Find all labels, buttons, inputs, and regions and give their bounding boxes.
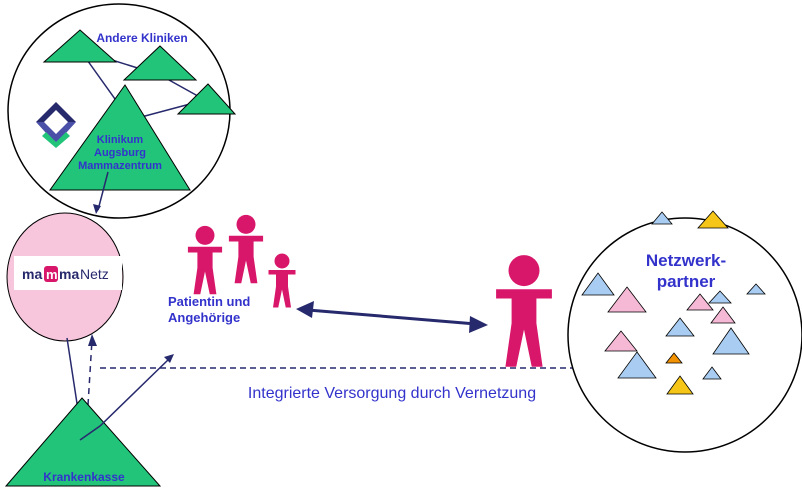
caption-label: Integrierte Versorgung durch Vernetzung — [248, 385, 536, 402]
patientin-label-2: Angehörige — [168, 310, 240, 325]
patientin-label-1: Patientin und — [168, 294, 250, 309]
svg-text:Netz: Netz — [80, 266, 109, 282]
netzwerk-label-1: Netzwerk- — [646, 251, 726, 270]
arrow-krankenkasse-to-patientin — [79, 357, 171, 441]
clinic-triangle-1 — [42, 29, 118, 63]
person-icon — [228, 214, 264, 284]
arrowhead — [296, 301, 314, 318]
arrowhead — [88, 334, 97, 346]
person-icon — [187, 225, 223, 295]
arrowhead — [469, 316, 488, 333]
clinic-triangle-2 — [122, 45, 198, 81]
line-mammanetz-dashed — [87, 339, 93, 406]
arrowhead — [93, 204, 101, 214]
krankenkasse-triangle — [4, 397, 162, 487]
line-mammanetz-solid — [66, 337, 79, 411]
arrow-clinic-to-mammanetz — [97, 171, 109, 211]
network-partner-triangles — [581, 210, 766, 395]
clinic-logo-icon — [36, 102, 76, 148]
netzwerk-label-2: partner — [657, 272, 716, 291]
mammanetz-logo-box — [14, 256, 122, 290]
mammanetz-logo-text: mammaNetz — [0, 0, 6, 1]
person-icon — [496, 255, 552, 367]
arrowhead — [164, 354, 174, 363]
svg-text:ma: ma — [59, 266, 79, 282]
klinikum-label-1: Klinikum — [97, 134, 144, 146]
krankenkasse-label: Krankenkasse — [43, 470, 125, 484]
mammanetz-logo: ma m ma Netz — [22, 266, 109, 282]
klinikum-label-2: Augsburg — [94, 147, 146, 159]
clinic-triangle-3 — [176, 83, 237, 115]
andere-kliniken-label: Andere Kliniken — [96, 31, 187, 45]
klinikum-triangle — [49, 84, 191, 191]
person-icon — [268, 253, 296, 308]
klinikum-label-3: Mammazentrum — [78, 160, 162, 172]
double-arrow — [307, 308, 477, 326]
svg-text:m: m — [46, 267, 58, 282]
svg-text:ma: ma — [22, 266, 42, 282]
